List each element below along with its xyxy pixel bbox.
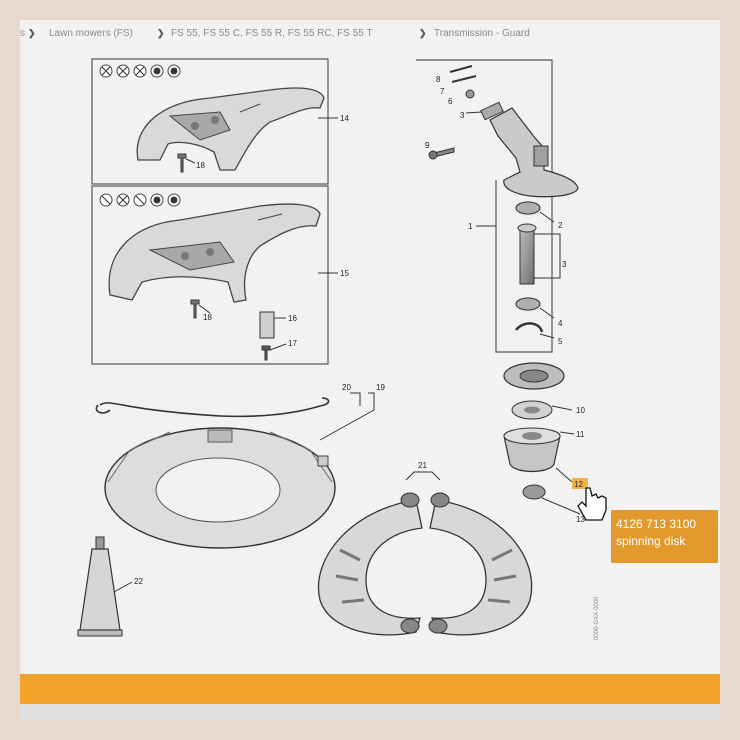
callout-1: 1 xyxy=(468,222,473,231)
bottom-strip xyxy=(20,704,720,720)
breadcrumb-separator-icon: ❯ xyxy=(157,28,165,38)
breadcrumb-item-current: Transmission - Guard xyxy=(434,28,530,39)
breadcrumb: s ❯ Lawn mowers (FS) ❯ FS 55, FS 55 C, F… xyxy=(20,24,720,44)
guard-variant-panel-top xyxy=(91,58,338,185)
screw-18-top xyxy=(177,153,187,173)
callout-2: 2 xyxy=(558,221,563,230)
guard-variant-panel-bottom xyxy=(91,185,338,365)
part-12-highlight xyxy=(572,478,588,489)
callout-3: 3 xyxy=(562,260,567,269)
parts-page: s ❯ Lawn mowers (FS) ❯ FS 55, FS 55 C, F… xyxy=(20,20,720,720)
deflector-guard-14 xyxy=(136,87,325,171)
callout-18: 18 xyxy=(196,161,205,170)
skid-plate-21 xyxy=(317,471,533,636)
tooltip-part-number: 4126 713 3100 xyxy=(616,517,697,531)
bearing-4 xyxy=(515,297,541,311)
screw-18-bottom xyxy=(190,299,200,319)
rotating-parts xyxy=(503,362,607,521)
part-tooltip[interactable]: 4126 713 3100 spinning disk xyxy=(611,510,718,563)
callout-19: 19 xyxy=(376,383,385,392)
breadcrumb-item-lawn-mowers[interactable]: Lawn mowers (FS) xyxy=(49,28,133,39)
callout-6: 6 xyxy=(448,97,453,106)
pin-7 xyxy=(451,75,477,83)
breadcrumb-separator-icon: ❯ xyxy=(419,28,427,38)
callout-8: 8 xyxy=(436,75,441,84)
callout-3: 3 xyxy=(460,111,465,120)
shaft-3-top xyxy=(480,101,504,121)
bracket-16 xyxy=(259,311,275,339)
washer-6 xyxy=(465,89,475,99)
callout-21: 21 xyxy=(418,461,427,470)
bearing-2 xyxy=(515,201,541,215)
nut-13 xyxy=(522,484,546,500)
callout-7: 7 xyxy=(440,87,445,96)
callout-9: 9 xyxy=(425,141,430,150)
transmission-assembly xyxy=(416,59,579,353)
exploded-parts-diagram: 14 18 15 18 16 17 8 7 6 3 9 1 2 3 4 5 10… xyxy=(77,58,607,640)
vertical-code: 0000-GXX-0000 xyxy=(594,596,600,640)
callout-11: 11 xyxy=(576,430,585,439)
grease-tube-22 xyxy=(77,536,133,637)
breadcrumb-item-model[interactable]: FS 55, FS 55 C, FS 55 R, FS 55 RC, FS 55… xyxy=(171,28,373,39)
bottom-orange-bar xyxy=(20,674,720,704)
callout-15: 15 xyxy=(340,269,349,278)
tool-icons-row xyxy=(99,193,181,207)
guard-plate-assembly xyxy=(95,392,375,549)
callout-22: 22 xyxy=(134,577,143,586)
tooltip-description: spinning disk xyxy=(616,534,686,548)
pin-8 xyxy=(449,65,473,73)
screw-17 xyxy=(261,345,271,361)
callout-16: 16 xyxy=(288,314,297,323)
spring-wire-20 xyxy=(99,397,330,418)
callout-12: 12 xyxy=(574,480,583,489)
callout-18: 18 xyxy=(203,313,212,322)
callout-17: 17 xyxy=(288,339,297,348)
breadcrumb-item-0[interactable]: s xyxy=(20,28,25,39)
callout-5: 5 xyxy=(558,337,563,346)
callout-14: 14 xyxy=(340,114,349,123)
tool-icons-row xyxy=(99,64,181,78)
callout-4: 4 xyxy=(558,319,563,328)
callout-10: 10 xyxy=(576,406,585,415)
shaft-3 xyxy=(519,227,535,285)
breadcrumb-separator-icon: ❯ xyxy=(28,28,36,38)
callout-13: 13 xyxy=(576,515,585,524)
circlip-5 xyxy=(515,322,544,333)
hand-cursor-icon xyxy=(577,487,607,521)
callout-20: 20 xyxy=(342,383,351,392)
